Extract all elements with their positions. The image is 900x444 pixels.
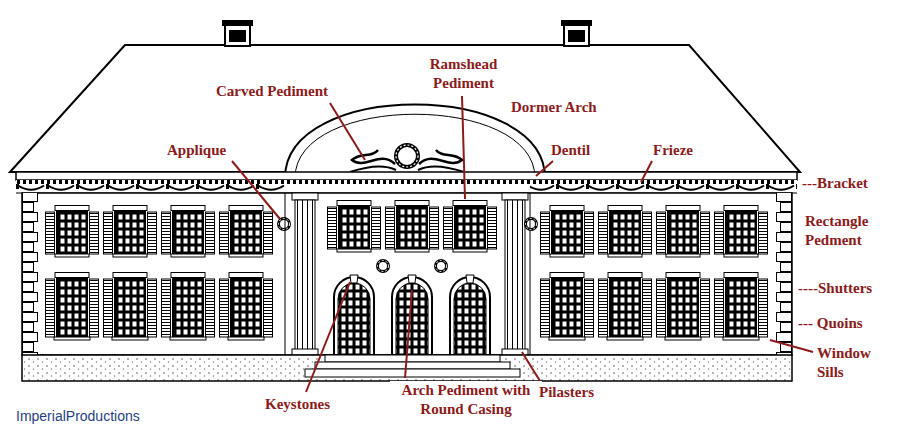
part-label: Ramshead Pediment bbox=[415, 55, 512, 93]
part-label: Dentil bbox=[550, 141, 591, 160]
leader-line bbox=[641, 161, 652, 182]
part-label: Frieze bbox=[652, 141, 694, 160]
leader-line bbox=[330, 103, 365, 160]
part-label: Keystones bbox=[264, 395, 331, 414]
leader-line bbox=[232, 161, 280, 219]
leader-line bbox=[405, 290, 412, 378]
leader-lines bbox=[232, 96, 813, 392]
leader-line bbox=[462, 96, 465, 199]
leader-line bbox=[522, 352, 540, 381]
part-label: Window Sills bbox=[816, 344, 892, 382]
leader-line bbox=[536, 161, 553, 176]
part-label: Carved Pediment bbox=[215, 82, 329, 101]
part-label: --- Quoins bbox=[797, 314, 864, 333]
dormer-arch bbox=[285, 105, 545, 179]
leader-line bbox=[306, 282, 350, 392]
part-label: Applique bbox=[166, 141, 227, 160]
watermark: ImperialProductions bbox=[16, 408, 140, 424]
leader-line bbox=[770, 340, 813, 352]
part-label: ---Bracket bbox=[801, 174, 869, 193]
part-label: Arch Pediment with Round Casing bbox=[390, 381, 542, 419]
part-label: Pilasters bbox=[538, 383, 595, 402]
part-label: Dormer Arch bbox=[510, 98, 598, 117]
cornice bbox=[16, 172, 797, 193]
walls bbox=[22, 193, 792, 355]
part-label: Rectangle Pedment bbox=[804, 212, 896, 250]
part-label: ----Shutters bbox=[797, 279, 873, 298]
